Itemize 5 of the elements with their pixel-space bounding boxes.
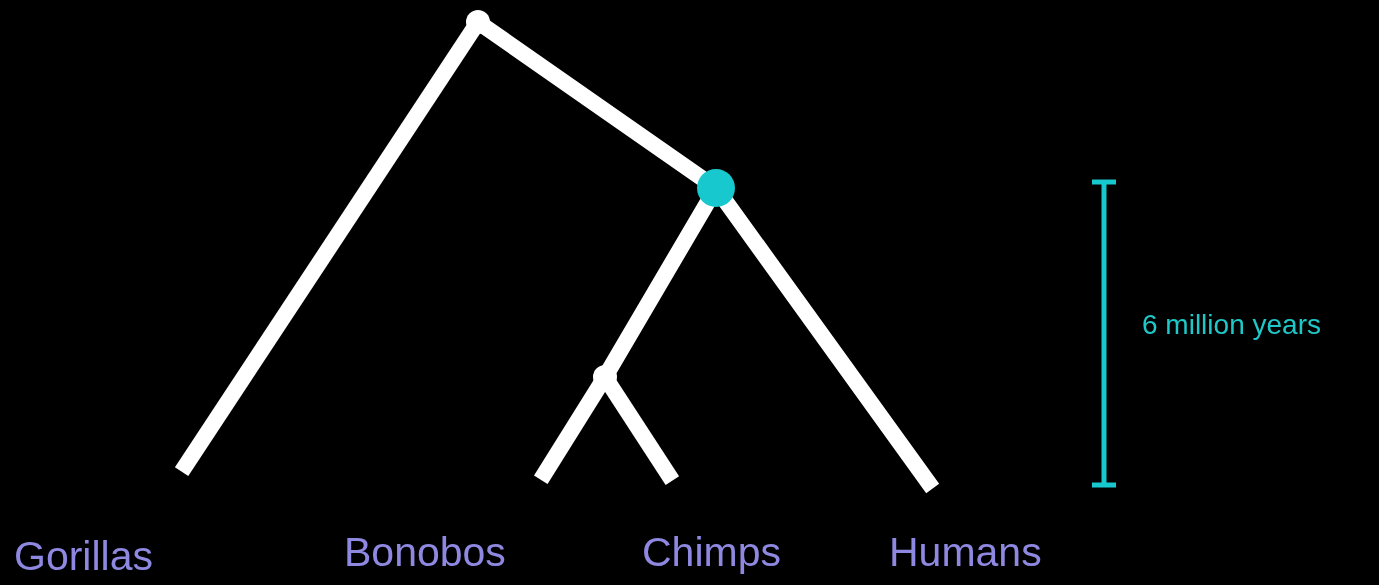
species-label: Chimps [642,532,781,573]
species-label: Bonobos [344,532,506,573]
species-label: Gorillas [14,536,153,577]
species-label: Humans [889,532,1042,573]
scale-label: 6 million years [1142,311,1321,339]
